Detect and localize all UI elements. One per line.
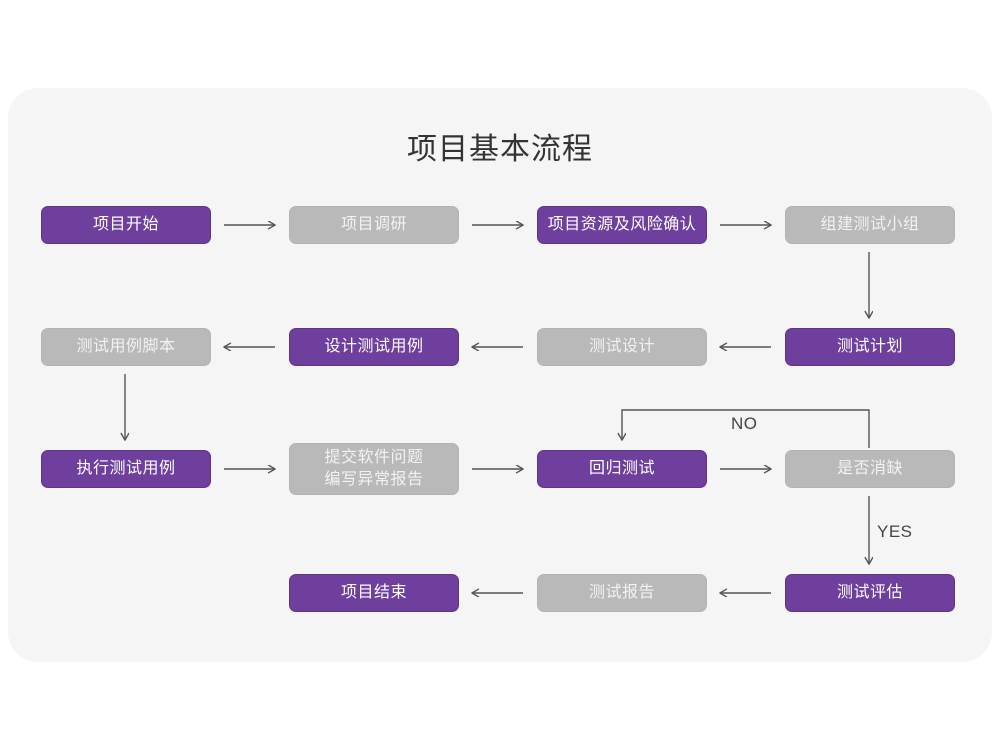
node-defects-cleared-decision[interactable]: 是否消缺: [785, 450, 955, 488]
node-test-plan[interactable]: 测试计划: [785, 328, 955, 366]
node-project-research[interactable]: 项目调研: [289, 206, 459, 244]
node-regression-test[interactable]: 回归测试: [537, 450, 707, 488]
node-form-test-team[interactable]: 组建测试小组: [785, 206, 955, 244]
edge-label-no: NO: [731, 414, 758, 433]
node-test-design[interactable]: 测试设计: [537, 328, 707, 366]
flowchart-card: [8, 88, 992, 662]
node-resource-risk-confirm[interactable]: 项目资源及风险确认: [537, 206, 707, 244]
node-project-start[interactable]: 项目开始: [41, 206, 211, 244]
edge-label-yes: YES: [877, 522, 913, 541]
page-title: 项目基本流程: [407, 133, 593, 166]
node-submit-issue-report[interactable]: 提交软件问题 编写异常报告: [289, 443, 459, 495]
node-test-case-script[interactable]: 测试用例脚本: [41, 328, 211, 366]
node-test-evaluation[interactable]: 测试评估: [785, 574, 955, 612]
node-test-report[interactable]: 测试报告: [537, 574, 707, 612]
node-design-test-case[interactable]: 设计测试用例: [289, 328, 459, 366]
node-project-end[interactable]: 项目结束: [289, 574, 459, 612]
node-execute-test-case[interactable]: 执行测试用例: [41, 450, 211, 488]
